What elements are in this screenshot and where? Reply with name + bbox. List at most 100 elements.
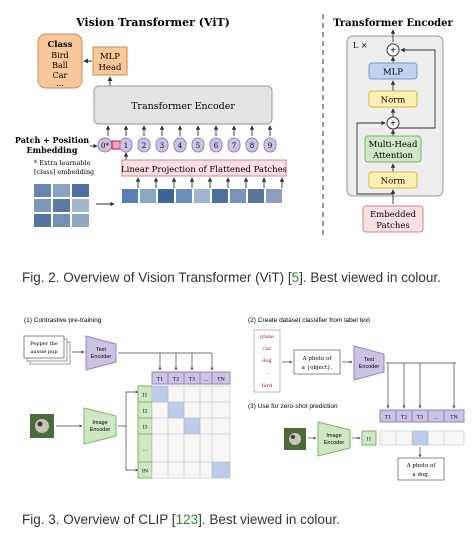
result-caption-box [397,457,445,481]
result-line: a dog. [412,472,429,478]
clip-step3: (3) Use for zero-shot prediction [248,403,338,410]
linear-projection-label: Linear Projection of Flattened Patches [121,165,287,175]
fig3-caption-end: ]. Best viewed in colour. [198,512,340,527]
encoder-norm-bottom [368,171,418,189]
attention-label: Multi-Head [369,140,418,150]
label-item: dog [262,358,272,364]
token-label: 0* [101,142,109,150]
vit-figure: Vision Transformer (ViT) Class Bird Ball… [15,14,454,236]
mlp-head-line: Head [99,63,123,73]
clip-step1: (1) Contrastive pre-training [24,317,102,324]
token-label: 3 [160,142,164,150]
t-header: ... [434,415,439,421]
token-label: 9 [268,142,272,150]
fig2-ref-link[interactable]: 5 [291,270,300,285]
patch-position-label: Patch + Position [15,135,89,145]
encoder-norm-label: Norm [381,177,406,187]
multi-head-attention [364,135,422,163]
plus-label: + [390,46,396,57]
transformer-encoder-box [93,85,273,125]
class-item: Car [53,71,68,80]
class-item: Ball [52,61,68,70]
fig3-caption-text: Fig. 3. Overview of CLIP [ [22,512,176,527]
token-label: 7 [232,142,236,150]
clip-figure: (1) Contrastive pre-training Pepper the … [23,317,465,481]
embedded-label: Patches [376,221,409,231]
encoder-norm-label: Norm [381,96,406,106]
i1-cell [361,430,377,446]
text-encoder [85,335,117,371]
token-label: 2 [142,142,146,150]
token-label: 5 [196,142,200,150]
t-header: T3 [417,415,424,421]
transformer-encoder-label: Transformer Encoder [131,101,235,112]
clip-t-row: T1 T2 T3 ... TN [151,371,231,385]
text-encoder-label: Text [364,357,375,363]
image-encoder-label: Encoder [90,427,111,433]
pepper-text: aussie pup [30,349,57,355]
token-row: 0* 1 2 3 4 5 6 7 8 9 [97,137,277,153]
vit-title: Vision Transformer (ViT) [75,16,230,29]
prompt-template [293,349,341,375]
pepper-text: Pepper the [30,341,58,347]
i1-label: I1 [366,437,371,443]
class-title: Class [47,40,72,50]
clip-i-column: I1 I2 I3 ... IN [137,385,153,479]
class-item: ... [56,79,64,88]
t-header: TN [217,377,225,383]
token-label: 6 [214,142,219,150]
residual-add [386,43,400,57]
embedded-label: Embedded [370,210,417,220]
t-header: T2 [401,415,408,421]
fig3-ref-link[interactable]: 123 [175,512,199,527]
image-encoder-label: Image [92,420,107,426]
extra-note: [class] embedding [34,168,94,176]
i-row: I2 [142,409,147,415]
label-item: car [263,346,272,352]
text-encoder-label: Encoder [359,364,380,370]
t-header: TN [450,415,458,421]
token-label: 1 [124,142,128,150]
encoder-repeat: L × [353,41,368,50]
image-encoder-2 [317,421,351,457]
text-encoder-2 [353,345,385,381]
label-item: plane [260,334,274,340]
fig2-caption: Fig. 2. Overview of Vision Transformer (… [22,270,441,285]
t-header: T3 [189,377,196,383]
result-line: A photo of [406,463,437,469]
encoder-mlp [368,62,418,80]
label-item: bird [262,383,273,389]
class-item: Bird [51,51,68,60]
embedded-patches [362,205,424,233]
plus-label: + [390,119,396,130]
t-header: ... [204,377,209,383]
t-header: T2 [173,377,180,383]
template-line: a {object}. [302,365,333,371]
flattened-patches [122,189,282,203]
encoder-norm-top [368,90,418,108]
template-line: A photo of [302,356,333,362]
i-row: I3 [142,425,147,431]
linear-projection-box [121,159,287,177]
label-item: ... [265,370,270,376]
image-encoder [83,407,117,445]
pepper-text-card [23,335,65,359]
t-header: T1 [385,415,392,421]
image-encoder-label: Image [326,433,341,439]
i-row: ... [143,447,148,453]
encoder-title: Transformer Encoder [333,18,453,29]
extra-note: * Extra learnable [34,159,91,167]
label-list: plane car dog ... bird [253,329,281,393]
clip-step2: (2) Create dataset classifier from label… [248,317,370,324]
class-box [37,33,83,89]
token-label: 4 [178,142,183,150]
fig2-caption-text: Fig. 2. Overview of Vision Transformer (… [22,270,292,285]
fig2-caption-end: ]. Best viewed in colour. [299,270,441,285]
mlp-head [92,46,128,76]
attention-label: Attention [372,151,414,161]
prediction-row [379,430,465,446]
similarity-matrix [151,385,231,479]
image-encoder-label: Encoder [324,440,345,446]
fig3-caption: Fig. 3. Overview of CLIP [123]. Best vie… [22,512,340,527]
encoder-mlp-label: MLP [383,68,403,78]
